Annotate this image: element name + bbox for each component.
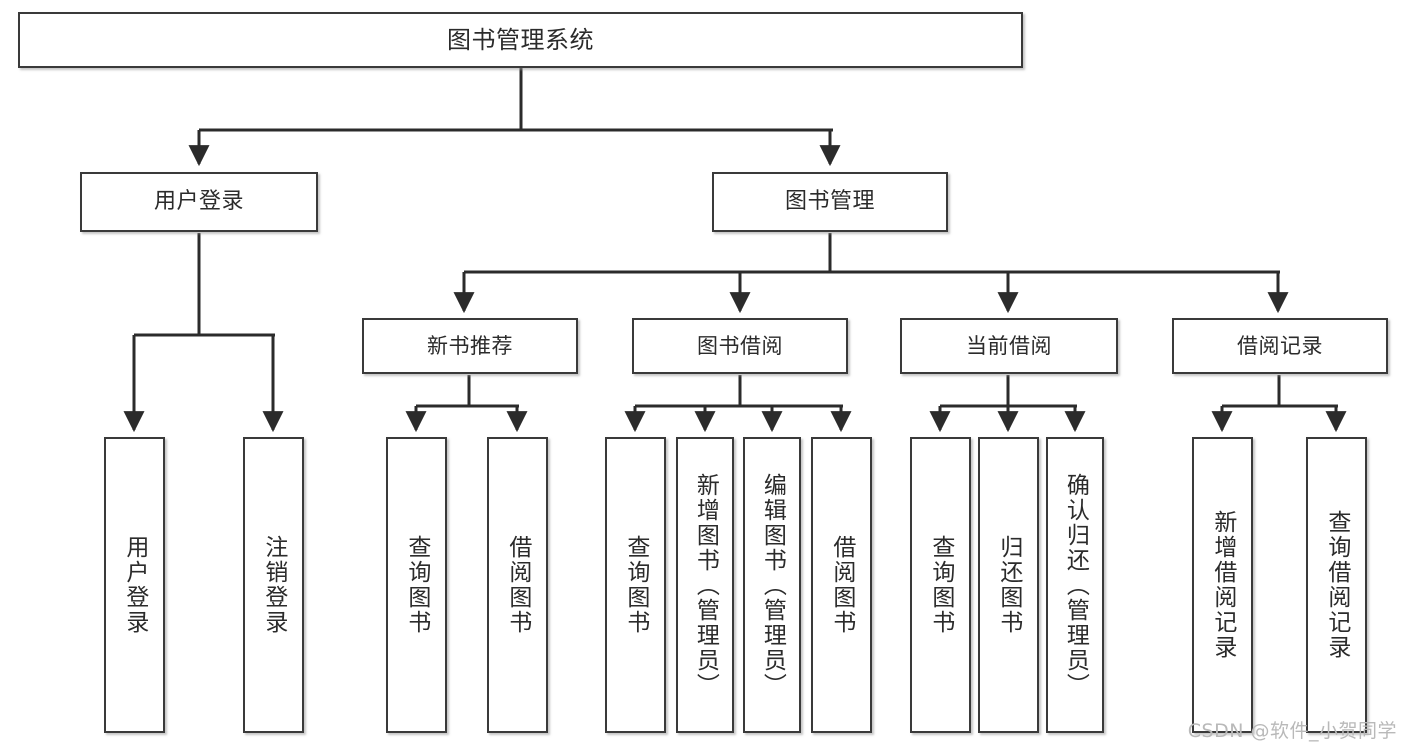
node-label: 借阅图书 — [504, 535, 531, 635]
node-book-management[interactable]: 图书管理 — [712, 172, 948, 232]
leaf-edit-book-admin[interactable]: 编辑图书（管理员） — [743, 437, 801, 733]
node-label: 查询图书 — [622, 535, 649, 635]
node-label: 确认归还（管理员） — [1062, 472, 1089, 698]
leaf-borrow-book[interactable]: 借阅图书 — [811, 437, 872, 733]
node-label: 图书借阅 — [697, 333, 783, 358]
node-label: 新书推荐 — [427, 333, 513, 358]
leaf-query-book-recommend[interactable]: 查询图书 — [386, 437, 447, 733]
node-current-borrow[interactable]: 当前借阅 — [900, 318, 1118, 374]
watermark: CSDN @软件_小贺同学 — [1187, 720, 1397, 742]
node-label: 查询图书 — [927, 535, 954, 635]
leaf-user-login[interactable]: 用户登录 — [104, 437, 165, 733]
leaf-return-book[interactable]: 归还图书 — [978, 437, 1039, 733]
node-label: 编辑图书（管理员） — [759, 472, 786, 698]
node-root-system[interactable]: 图书管理系统 — [18, 12, 1023, 68]
leaf-borrow-book-recommend[interactable]: 借阅图书 — [487, 437, 548, 733]
leaf-confirm-return-admin[interactable]: 确认归还（管理员） — [1046, 437, 1104, 733]
node-label: 图书管理系统 — [447, 25, 594, 54]
node-user-login[interactable]: 用户登录 — [80, 172, 318, 232]
node-label: 借阅图书 — [828, 535, 855, 635]
node-new-book-recommend[interactable]: 新书推荐 — [362, 318, 578, 374]
node-label: 新增借阅记录 — [1209, 510, 1236, 660]
node-borrow-record[interactable]: 借阅记录 — [1172, 318, 1388, 374]
leaf-add-borrow-record[interactable]: 新增借阅记录 — [1192, 437, 1253, 733]
node-label: 新增图书（管理员） — [692, 472, 719, 698]
node-label: 图书管理 — [784, 189, 875, 215]
leaf-add-book-admin[interactable]: 新增图书（管理员） — [676, 437, 734, 733]
node-label: 注销登录 — [260, 535, 287, 635]
node-label: 查询图书 — [403, 535, 430, 635]
node-label: 借阅记录 — [1237, 333, 1323, 358]
node-label: 归还图书 — [995, 535, 1022, 635]
leaf-query-book-borrow[interactable]: 查询图书 — [605, 437, 666, 733]
node-label: 当前借阅 — [966, 333, 1052, 358]
node-book-borrow[interactable]: 图书借阅 — [632, 318, 848, 374]
leaf-query-borrow-record[interactable]: 查询借阅记录 — [1306, 437, 1367, 733]
node-label: 查询借阅记录 — [1323, 510, 1350, 660]
node-label: 用户登录 — [121, 535, 148, 635]
node-label: 用户登录 — [153, 189, 244, 215]
leaf-logout[interactable]: 注销登录 — [243, 437, 304, 733]
leaf-query-book-current[interactable]: 查询图书 — [910, 437, 971, 733]
